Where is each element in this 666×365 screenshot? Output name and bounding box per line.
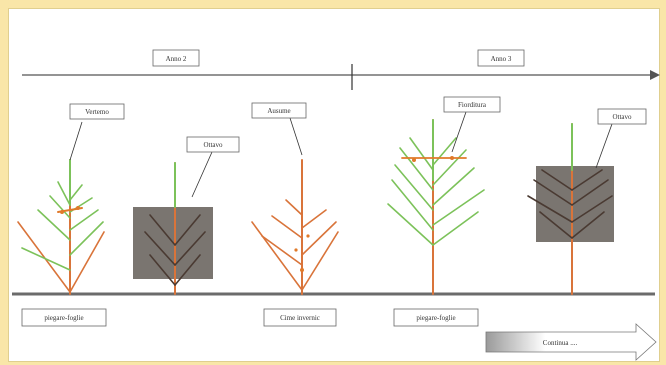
svg-text:Anno 3: Anno 3 (491, 55, 512, 63)
callout-4: Fiorditura (443, 96, 501, 113)
svg-text:Fiorditura: Fiorditura (458, 101, 487, 109)
year-label-left: Anno 2 (152, 49, 200, 67)
callout-5: Ottavo (597, 108, 647, 125)
callout-3: Ausume (251, 102, 307, 119)
svg-text:Cime invernic: Cime invernic (280, 314, 320, 322)
callout-2: Ottavo (186, 136, 240, 153)
svg-text:piegare-foglie: piegare-foglie (44, 314, 83, 322)
bottom-label-2: Cime invernic (263, 308, 337, 327)
callout-leader-5 (595, 123, 613, 169)
svg-text:Ottavo: Ottavo (612, 113, 632, 121)
callout-leader-1 (69, 121, 83, 161)
continue-arrow: Continua .... (485, 323, 657, 361)
bottom-label-1: piegare-foglie (21, 308, 107, 327)
plant-4 (387, 119, 485, 295)
svg-text:Vertemo: Vertemo (85, 108, 109, 116)
shade-box-2 (536, 166, 614, 242)
plant-3 (251, 159, 339, 295)
svg-text:Continua ....: Continua .... (543, 339, 578, 347)
plant-2 (144, 162, 206, 295)
year-label-right: Anno 3 (477, 49, 525, 67)
bottom-label-3: piegare-foglie (393, 308, 479, 327)
callout-leader-3 (289, 117, 303, 156)
timeline-axis (22, 64, 660, 90)
callout-1: Vertemo (69, 103, 125, 120)
svg-text:Anno 2: Anno 2 (166, 55, 187, 63)
callout-leader-4 (451, 111, 467, 153)
svg-text:Ottavo: Ottavo (203, 141, 223, 149)
svg-text:Ausume: Ausume (267, 107, 290, 115)
callout-leader-2 (191, 151, 213, 198)
plant-1 (17, 159, 105, 295)
svg-text:piegare-foglie: piegare-foglie (416, 314, 455, 322)
plant-5 (527, 123, 613, 295)
